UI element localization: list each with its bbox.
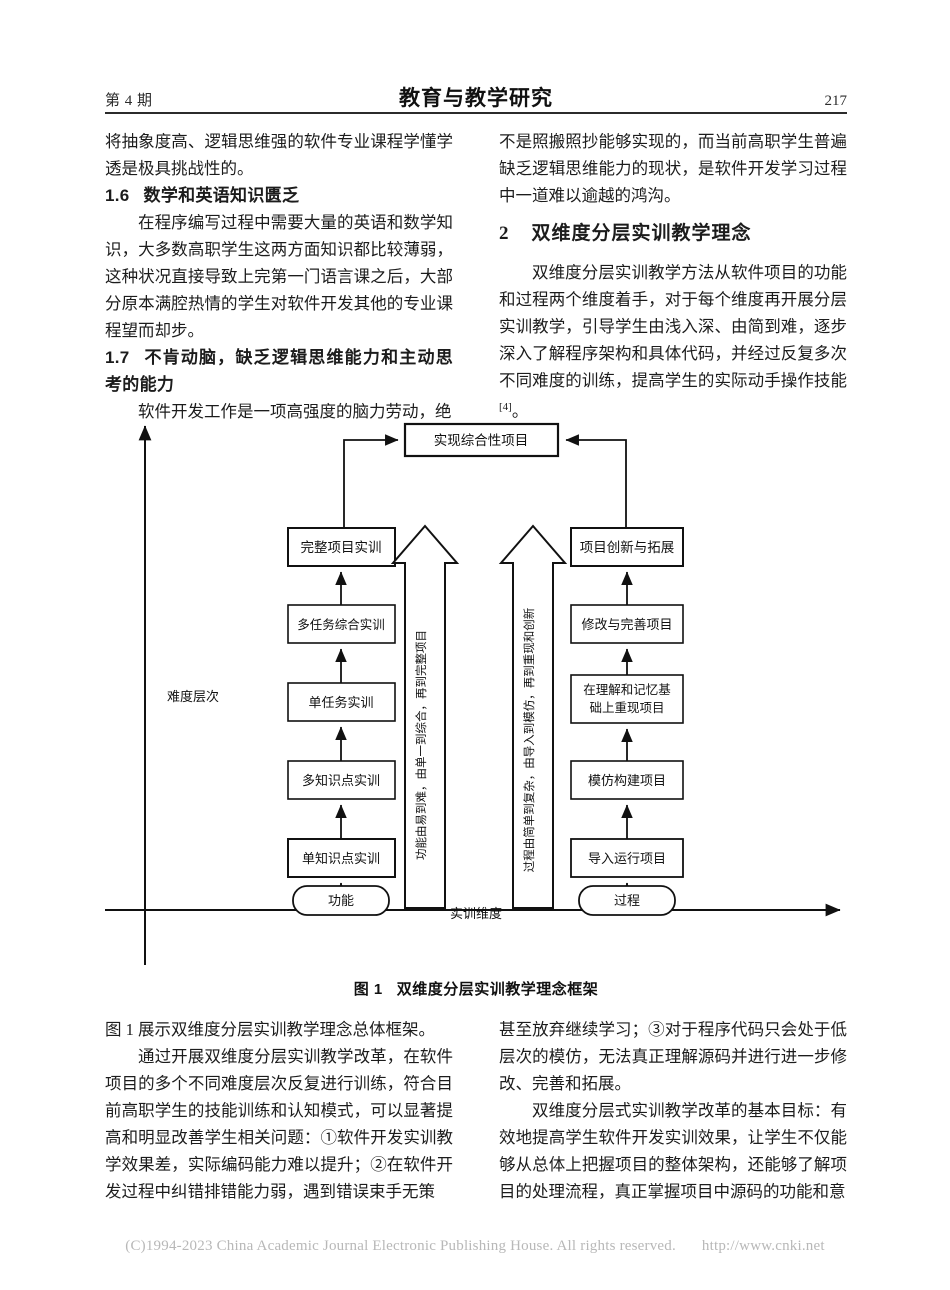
right-base-label: 过程: [614, 893, 640, 908]
paragraph-1-6-body: 在程序编写过程中需要大量的英语和数学知识，大多数高职学生这两方面知识都比较薄弱，…: [105, 213, 453, 340]
left-bottom-paragraph: 通过开展双维度分层实训教学改革，在软件项目的多个不同难度层次反复进行训练，符合目…: [105, 1047, 453, 1201]
right-box-2: 模仿构建项目: [570, 760, 684, 800]
heading-2-title: 双维度分层实训教学理念: [531, 223, 752, 244]
heading-2-number: 2: [499, 223, 510, 244]
cnki-url: http://www.cnki.net: [701, 1238, 825, 1254]
copyright-footer: (C)1994-2023 China Academic Journal Elec…: [0, 1238, 950, 1255]
paragraph-2-text: 双维度分层实训教学方法从软件项目的功能和过程两个维度着手，对于每个维度再开展分层…: [499, 263, 847, 390]
paragraph-2-period: 。: [511, 401, 529, 421]
x-axis-label: 实训维度: [450, 906, 502, 921]
y-axis-label: 难度层次: [167, 689, 219, 704]
left-dimension-arrow: 功能由易到难，由单一到综合，再到完整项目: [390, 524, 460, 909]
left-box-1: 单知识点实训: [287, 838, 396, 878]
left-box-5-label: 完整项目实训: [301, 540, 382, 555]
figure-caption: 图 1 双维度分层实训教学理念框架: [105, 978, 847, 999]
right-bottom-paragraph-2: 双维度分层式实训教学改革的基本目标：有效地提高学生软件开发实训效果，让学生不仅能…: [499, 1101, 847, 1201]
axes: [105, 425, 841, 965]
running-head: 第 4 期 教育与教学研究 217: [105, 78, 847, 112]
paragraph-1-7-body: 软件开发工作是一项高强度的脑力劳动，绝: [138, 402, 452, 421]
left-dimension-arrow-label: 功能由易到难，由单一到综合，再到完整项目: [414, 630, 428, 860]
left-box-4-label: 多任务综合实训: [297, 617, 385, 632]
left-stack: 完整项目实训 多任务综合实训 单任务实训 多知识点实训 单知识点实训: [287, 527, 396, 896]
right-bottom-paragraph-1: 甚至放弃继续学习；③对于程序代码只会处于低层次的模仿，无法真正理解源码并进行进一…: [499, 1020, 847, 1093]
left-column-top: 将抽象度高、逻辑思维强的软件专业课程学懂学透是极具挑战性的。 1.6 数学和英语知…: [105, 128, 453, 425]
paragraph-continued-left: 将抽象度高、逻辑思维强的软件专业课程学懂学透是极具挑战性的。: [105, 132, 453, 178]
header-divider: [105, 112, 847, 114]
right-box-2-label: 模仿构建项目: [588, 773, 666, 788]
left-box-5: 完整项目实训: [287, 527, 396, 567]
connector-right-to-top: [565, 434, 627, 528]
right-base-node: 过程: [578, 885, 676, 916]
top-box: 实现综合性项目: [403, 422, 560, 458]
figure-svg: 难度层次 实训维度 实现综合性项目 完整项目实训: [105, 422, 841, 965]
right-dimension-arrow: 过程由简单到复杂，由导入到模仿，再到重现和创新: [498, 524, 568, 909]
paragraph-2-body: 双维度分层实训教学方法从软件项目的功能和过程两个维度着手，对于每个维度再开展分层…: [499, 259, 847, 425]
right-column-top: 不是照搬照抄能够实现的，而当前高职学生普遍缺乏逻辑思维能力的现状，是软件开发学习…: [499, 128, 847, 425]
figure-caption-label: 图 1: [353, 981, 383, 998]
left-box-1-label: 单知识点实训: [302, 851, 380, 866]
right-box-1: 导入运行项目: [570, 838, 684, 878]
page-number: 217: [824, 93, 848, 109]
left-base-label: 功能: [328, 893, 354, 908]
right-box-5: 项目创新与拓展: [570, 527, 684, 567]
heading-1-7-title: 不肯动脑，缺乏逻辑思维能力和主动思考的能力: [105, 348, 453, 394]
right-box-3-label-line2: 础上重现项目: [589, 700, 664, 715]
right-box-4: 修改与完善项目: [570, 604, 684, 644]
right-stack: 项目创新与拓展 修改与完善项目 在理解和记忆基 础上重现项目 模仿构建项目: [570, 527, 684, 896]
top-box-label: 实现综合性项目: [434, 433, 529, 448]
figure-diagram: 难度层次 实训维度 实现综合性项目 完整项目实训: [105, 420, 847, 965]
heading-spacer: [499, 249, 847, 259]
section-spacer: [499, 209, 847, 219]
copyright-text: (C)1994-2023 China Academic Journal Elec…: [125, 1238, 676, 1254]
right-box-4-label: 修改与完善项目: [581, 617, 672, 632]
left-box-3: 单任务实训: [287, 682, 396, 722]
right-box-5-label: 项目创新与拓展: [580, 540, 675, 555]
left-column-bottom: 图 1 展示双维度分层实训教学理念总体框架。 通过开展双维度分层实训教学改革，在…: [105, 1016, 453, 1205]
heading-1-6-title: 数学和英语知识匮乏: [143, 186, 300, 205]
right-box-3: 在理解和记忆基 础上重现项目: [570, 674, 684, 724]
journal-title: 教育与教学研究: [399, 86, 553, 110]
paragraph-continued-right: 不是照搬照抄能够实现的，而当前高职学生普遍缺乏逻辑思维能力的现状，是软件开发学习…: [499, 132, 847, 205]
connector-left-to-top: [343, 434, 399, 528]
figure-intro-paragraph: 图 1 展示双维度分层实训教学理念总体框架。: [105, 1020, 435, 1039]
left-box-2-label: 多知识点实训: [302, 773, 380, 788]
issue-number: 第 4 期: [105, 93, 153, 109]
left-box-2: 多知识点实训: [287, 760, 396, 800]
left-base-node: 功能: [292, 885, 390, 916]
left-box-4: 多任务综合实训: [287, 604, 396, 644]
right-box-1-label: 导入运行项目: [588, 851, 666, 866]
heading-1-6: 1.6 数学和英语知识匮乏: [105, 182, 453, 209]
heading-2: 2 双维度分层实训教学理念: [499, 219, 847, 249]
reference-marker: [4]: [499, 401, 512, 413]
right-column-bottom: 甚至放弃继续学习；③对于程序代码只会处于低层次的模仿，无法真正理解源码并进行进一…: [499, 1016, 847, 1205]
heading-1-6-number: 1.6: [105, 186, 130, 205]
right-box-3-label-line1: 在理解和记忆基: [583, 682, 671, 697]
left-box-3-label: 单任务实训: [308, 695, 373, 710]
heading-1-7-number: 1.7: [105, 348, 130, 367]
figure-caption-text: 双维度分层实训教学理念框架: [396, 981, 599, 998]
right-dimension-arrow-label: 过程由简单到复杂，由导入到模仿，再到重现和创新: [522, 607, 536, 872]
